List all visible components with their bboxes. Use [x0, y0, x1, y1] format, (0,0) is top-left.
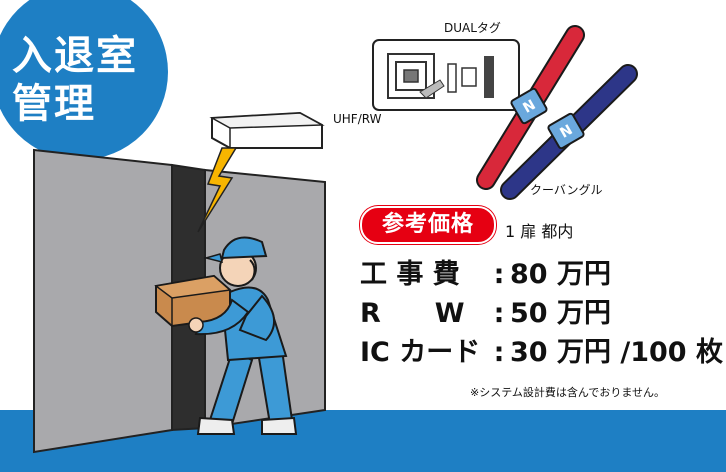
price-row-value: 50 万円 [510, 298, 611, 329]
price-row-label: 工 事 費 [360, 259, 460, 290]
price-scope: 1 扉 都内 [505, 222, 574, 241]
price-row-value: 30 万円 /100 枚 [510, 337, 723, 368]
price-row-ic-card: IC カード:30 万円 /100 枚 [360, 337, 723, 368]
price-row-rw: R W:50 万円 [360, 298, 611, 329]
worker-figure [154, 236, 298, 435]
signal-bolt-icon [197, 147, 238, 233]
door-left [33, 148, 173, 454]
title-line-2: 管理 [12, 81, 96, 127]
price-row-label: IC カード [360, 337, 481, 368]
price-row-construction: 工 事 費:80 万円 [360, 259, 611, 290]
title-badge-circle [0, 0, 168, 160]
dual-tag-label: DUALタグ [444, 21, 501, 35]
footnote: ※システム設計費は含んでおりません。 [470, 386, 666, 399]
reference-price-badge: 参考価格 [360, 206, 496, 244]
price-row-value: 80 万円 [510, 259, 611, 290]
cool-bangle-label: クーバングル [530, 183, 603, 197]
dual-tag-card-icon [372, 39, 520, 111]
uhf-rw-label: UHF/RW [333, 112, 382, 126]
price-row-label: R W [360, 298, 465, 329]
title-line-1: 入退室 [12, 33, 138, 79]
